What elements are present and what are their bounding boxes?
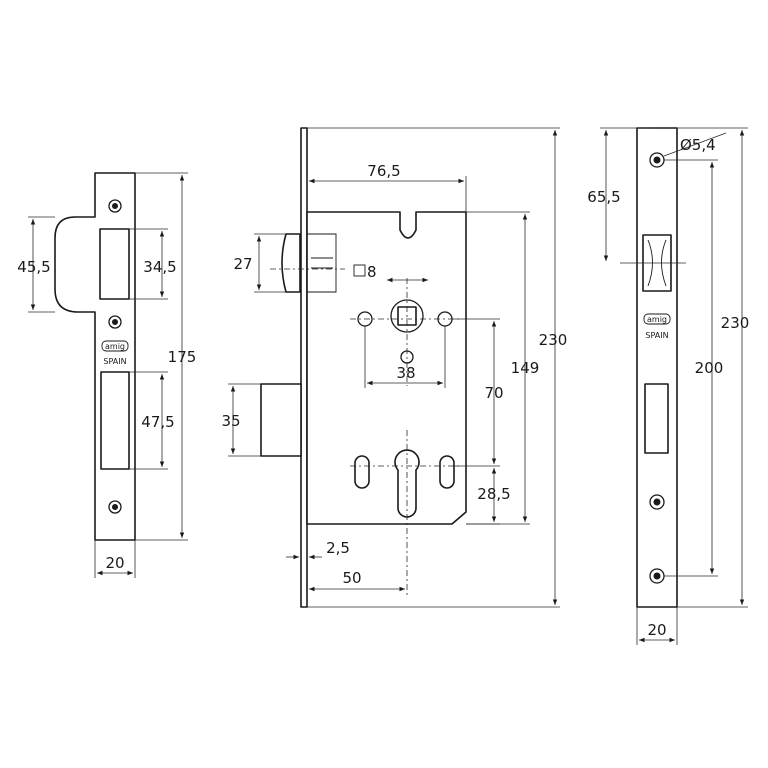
dim-cylinder-offset: 28,5 <box>477 485 510 503</box>
latch-bolt <box>281 233 301 293</box>
dim-latch-height: 27 <box>233 255 252 273</box>
lock-body: 8 76,5 27 38 70 28,5 149 <box>221 127 568 608</box>
dim-faceplate-width: 20 <box>647 621 666 639</box>
dim-latch-slot: 34,5 <box>143 258 176 276</box>
dim-total-height: 230 <box>539 331 568 349</box>
dead-bolt <box>260 383 302 457</box>
bolt-opening <box>644 383 669 454</box>
origin-text: SPAIN <box>103 357 126 366</box>
faceplate-brand-logo <box>643 313 671 325</box>
dim-holes-spacing: 38 <box>396 364 415 382</box>
strike-plate: amig SPAIN 45,5 34,5 47,5 175 20 <box>17 172 197 578</box>
dim-bolt-slot: 47,5 <box>141 413 174 431</box>
dim-spindle-square: 8 <box>367 263 377 281</box>
dim-bolt-height: 35 <box>221 412 240 430</box>
dim-body-height: 149 <box>511 359 540 377</box>
screw-slot-right <box>439 455 455 489</box>
square-symbol <box>353 264 366 277</box>
dim-top-offset: 65,5 <box>587 188 620 206</box>
faceplate: amig SPAIN Ø5,4 65,5 200 230 20 <box>587 127 750 645</box>
bolt-slot <box>100 371 130 470</box>
faceplate-origin-text: SPAIN <box>645 331 668 340</box>
brand-logo-text: amig <box>105 342 125 351</box>
dim-body-width: 76,5 <box>367 162 400 180</box>
cylinder-cutout <box>394 449 420 518</box>
dim-screw-spacing: 200 <box>695 359 724 377</box>
dim-strike-height: 175 <box>168 348 197 366</box>
lock-case-outline <box>306 211 467 525</box>
brand-logo <box>101 340 129 352</box>
dim-strike-width: 20 <box>105 554 124 572</box>
dim-hole-diameter: Ø5,4 <box>680 136 716 154</box>
faceplate-outline <box>636 127 678 608</box>
dim-centre-distance: 70 <box>484 384 503 402</box>
dim-backset: 50 <box>342 569 361 587</box>
faceplate-brand-text: amig <box>647 315 667 324</box>
dim-faceplate-height: 230 <box>721 314 750 332</box>
dim-lip: 45,5 <box>17 258 50 276</box>
faceplate-side <box>300 127 308 608</box>
screw-slot-left <box>354 455 370 489</box>
latch-slot <box>99 228 130 300</box>
dim-faceplate-thickness: 2,5 <box>326 539 350 557</box>
